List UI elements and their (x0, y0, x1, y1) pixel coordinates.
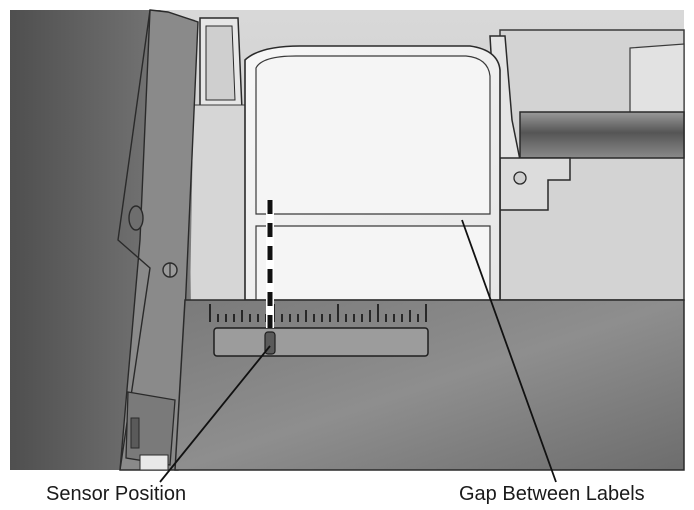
sensor-position-callout-line (159, 345, 271, 483)
sensor-platform (174, 299, 685, 471)
sensor-position-label: Sensor Position (46, 483, 187, 505)
door-screw-top (128, 205, 144, 231)
lower-bracket-slot (130, 417, 140, 449)
right-tray-ledge (629, 43, 685, 117)
gap-callout-line (461, 219, 557, 483)
roller (519, 111, 685, 159)
left-guide-inner (205, 25, 236, 101)
sensor-slider-track (213, 327, 429, 357)
label-lower (255, 225, 491, 301)
door-edge-line (117, 9, 151, 471)
label-upper (255, 55, 491, 215)
sensor-scale (209, 304, 427, 322)
gap-between-labels-label: Gap Between Labels (459, 483, 645, 505)
lower-bracket-foot (139, 454, 169, 471)
latch-knob (513, 171, 527, 185)
left-inner-wall (189, 104, 246, 301)
